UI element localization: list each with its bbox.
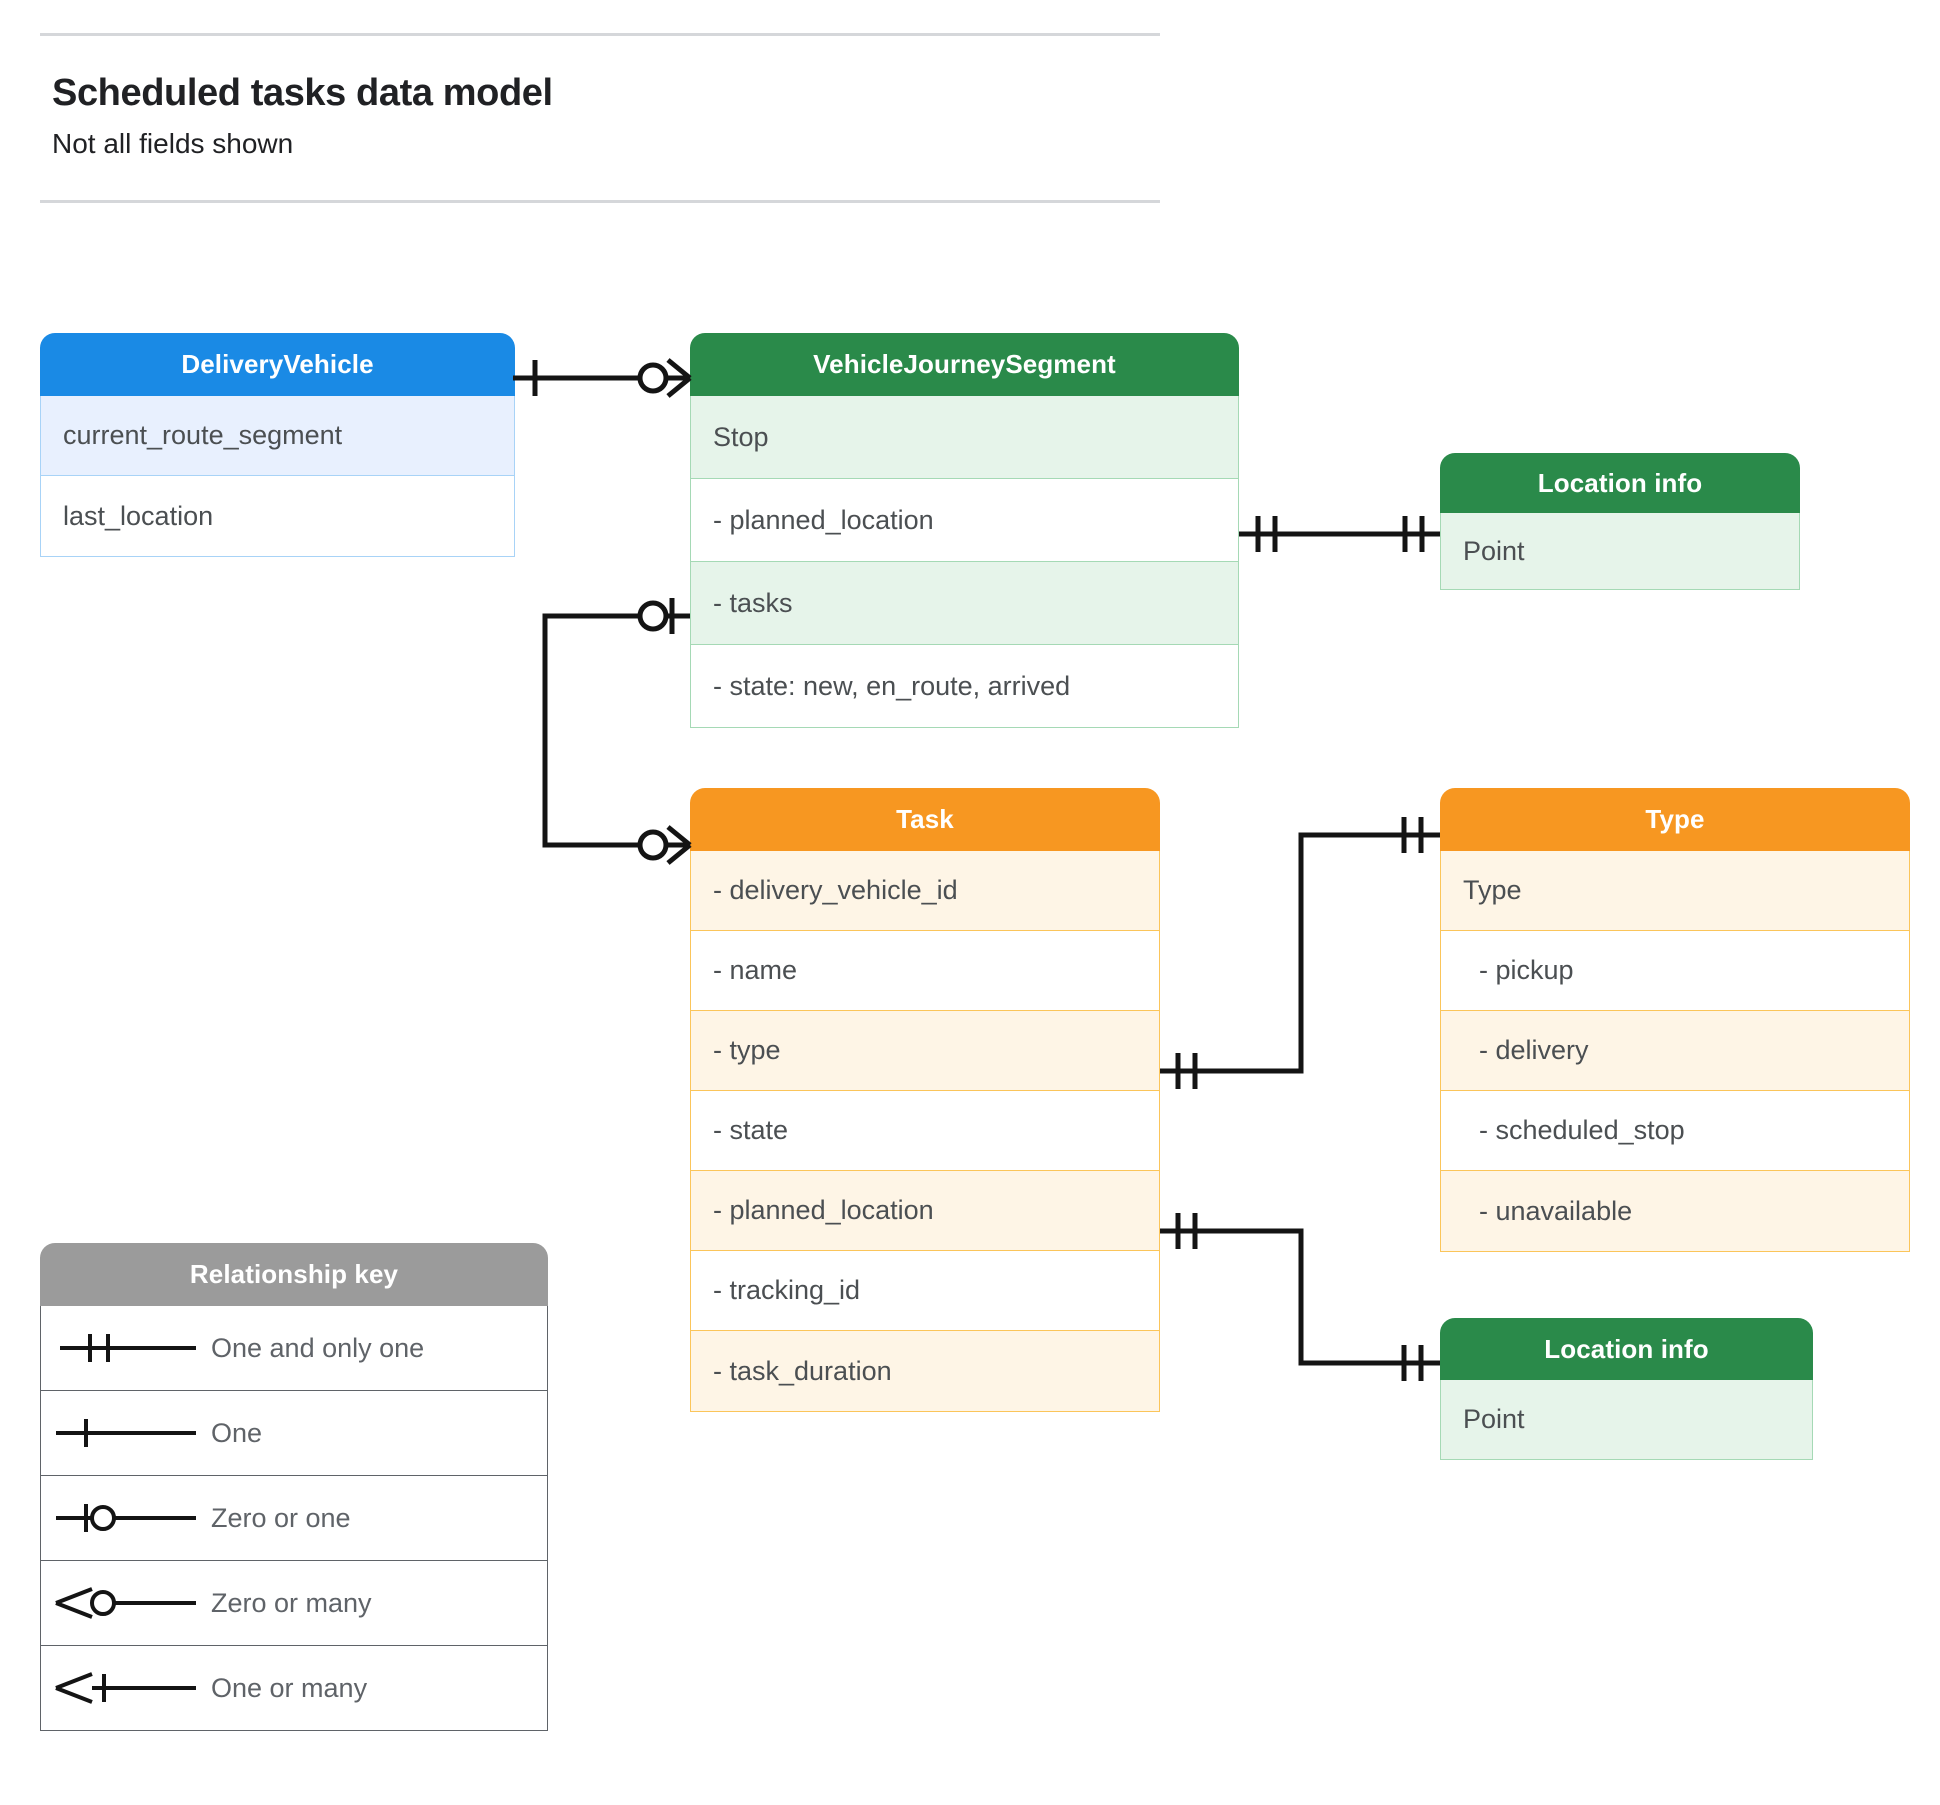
legend-title: Relationship key bbox=[40, 1243, 548, 1306]
entity-row: - planned_location bbox=[690, 479, 1239, 562]
legend-item-label: Zero or one bbox=[211, 1502, 351, 1533]
one-and-only-one-icon bbox=[41, 1328, 211, 1368]
entity-row: - task_duration bbox=[690, 1331, 1160, 1412]
entity-row: - state bbox=[690, 1091, 1160, 1171]
legend-item: One or many bbox=[40, 1646, 548, 1731]
entity-row: - name bbox=[690, 931, 1160, 1011]
entity-row: - pickup bbox=[1440, 931, 1910, 1011]
entity-location-info-bottom-title: Location info bbox=[1440, 1318, 1813, 1380]
entity-row: Type bbox=[1440, 851, 1910, 931]
entity-task-title: Task bbox=[690, 788, 1160, 851]
entity-vehicle-journey-segment-title: VehicleJourneySegment bbox=[690, 333, 1239, 396]
connector-vehiclejourneysegment-locationinfo bbox=[1239, 516, 1440, 552]
header-divider-bottom bbox=[40, 200, 1160, 203]
entity-row: - tracking_id bbox=[690, 1251, 1160, 1331]
entity-location-info-bottom[interactable]: Location info Point bbox=[1440, 1318, 1813, 1460]
entity-row: - delivery_vehicle_id bbox=[690, 851, 1160, 931]
legend-item-label: One bbox=[211, 1417, 263, 1448]
one-icon bbox=[41, 1413, 211, 1453]
legend-item-label: One and only one bbox=[211, 1332, 425, 1363]
one-or-many-icon bbox=[41, 1668, 211, 1708]
entity-type[interactable]: Type Type - pickup - delivery - schedule… bbox=[1440, 788, 1910, 1252]
connector-task-type bbox=[1160, 817, 1440, 1089]
connector-vehiclejourneysegment-task bbox=[542, 598, 692, 865]
entity-row: - delivery bbox=[1440, 1011, 1910, 1091]
legend-relationship-key: Relationship key One and only one One bbox=[40, 1243, 548, 1731]
legend-item: One bbox=[40, 1391, 548, 1476]
zero-or-one-icon bbox=[41, 1498, 211, 1538]
entity-location-info-top[interactable]: Location info Point bbox=[1440, 453, 1800, 590]
entity-row: - scheduled_stop bbox=[1440, 1091, 1910, 1171]
connector-deliveryvehicle-vehiclejourneysegment bbox=[513, 358, 692, 398]
entity-row: - tasks bbox=[690, 562, 1239, 645]
header-divider-top bbox=[40, 33, 1160, 36]
page-subtitle: Not all fields shown bbox=[52, 128, 294, 159]
legend-item-label: One or many bbox=[211, 1672, 368, 1703]
page-title: Scheduled tasks data model bbox=[52, 72, 553, 114]
entity-row: - planned_location bbox=[690, 1171, 1160, 1251]
entity-row: - type bbox=[690, 1011, 1160, 1091]
entity-task[interactable]: Task - delivery_vehicle_id - name - type… bbox=[690, 788, 1160, 1412]
legend-item-label: Zero or many bbox=[211, 1587, 372, 1618]
legend-item: One and only one bbox=[40, 1306, 548, 1391]
entity-row: - state: new, en_route, arrived bbox=[690, 645, 1239, 728]
entity-vehicle-journey-segment[interactable]: VehicleJourneySegment Stop - planned_loc… bbox=[690, 333, 1239, 728]
entity-row: current_route_segment bbox=[40, 396, 515, 476]
entity-type-title: Type bbox=[1440, 788, 1910, 851]
entity-delivery-vehicle[interactable]: DeliveryVehicle current_route_segment la… bbox=[40, 333, 515, 557]
entity-row: Stop bbox=[690, 396, 1239, 479]
zero-or-many-icon bbox=[41, 1583, 211, 1623]
entity-delivery-vehicle-title: DeliveryVehicle bbox=[40, 333, 515, 396]
entity-row: Point bbox=[1440, 513, 1800, 590]
entity-location-info-top-title: Location info bbox=[1440, 453, 1800, 513]
entity-row: last_location bbox=[40, 476, 515, 557]
legend-item: Zero or one bbox=[40, 1476, 548, 1561]
connector-task-locationinfo bbox=[1160, 1213, 1440, 1381]
entity-row: - unavailable bbox=[1440, 1171, 1910, 1252]
entity-row: Point bbox=[1440, 1380, 1813, 1460]
legend-item: Zero or many bbox=[40, 1561, 548, 1646]
